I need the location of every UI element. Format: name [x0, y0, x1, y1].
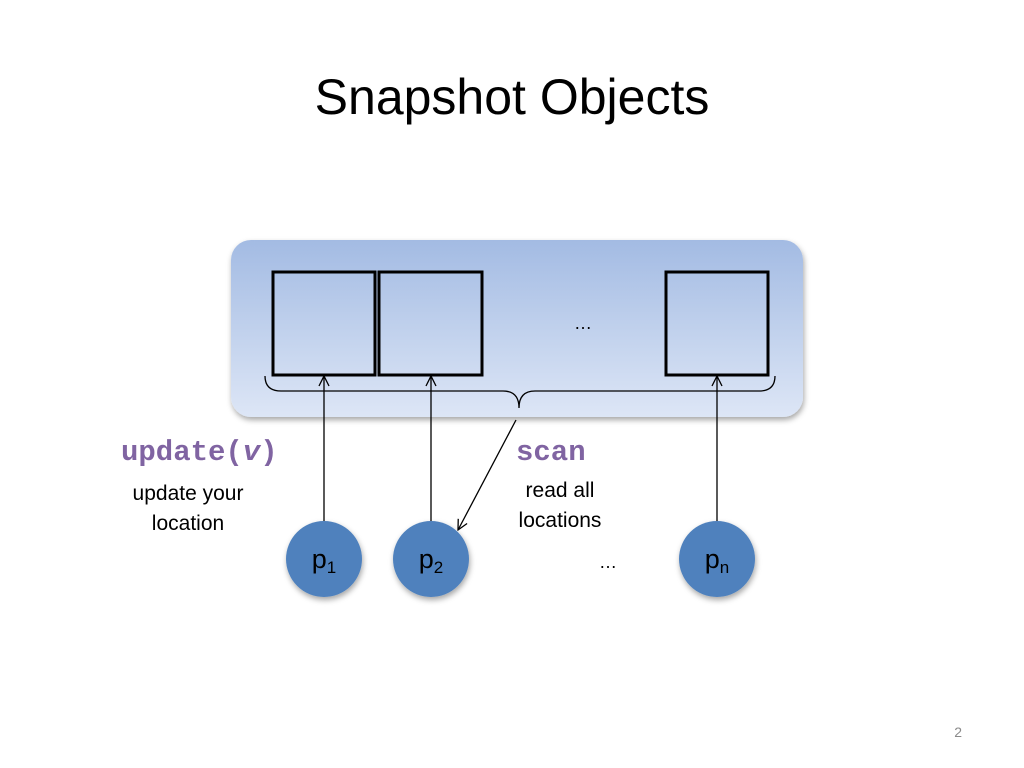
update-description-line-2: location — [151, 512, 225, 535]
scan-brace — [264, 375, 776, 409]
process-label-1-subscript: 1 — [326, 558, 337, 577]
scan-description-line-2: locations — [518, 509, 602, 532]
process-node-n — [679, 521, 755, 597]
slide-title: Snapshot Objects — [314, 69, 710, 125]
process-label-n-base: p — [704, 544, 720, 574]
process-label-1-base: p — [311, 544, 327, 574]
update-description-line-1: update your — [132, 482, 244, 505]
page-number: 2 — [954, 724, 962, 740]
process-label-1: p1 — [286, 544, 362, 577]
process-node-2 — [393, 521, 469, 597]
update-operation-close: ) — [260, 436, 278, 469]
update-operation-param: v — [242, 436, 261, 469]
process-node-1 — [286, 521, 362, 597]
update-description: update your location — [112, 479, 264, 539]
process-label-2-base: p — [418, 544, 434, 574]
process-label-n-subscript: n — [719, 558, 730, 577]
update-operation-label: update(v) — [121, 436, 278, 470]
memory-ellipsis: … — [574, 313, 592, 333]
scan-operation-label: scan — [516, 436, 586, 469]
process-ellipsis: … — [599, 552, 617, 572]
process-label-2: p2 — [393, 544, 469, 577]
scan-description-line-1: read all — [525, 479, 595, 502]
scan-description: read all locations — [493, 476, 627, 536]
update-operation-name: update( — [121, 436, 243, 469]
process-label-n: pn — [679, 544, 755, 577]
process-label-2-subscript: 2 — [433, 558, 444, 577]
scan-arrow — [458, 419, 517, 530]
